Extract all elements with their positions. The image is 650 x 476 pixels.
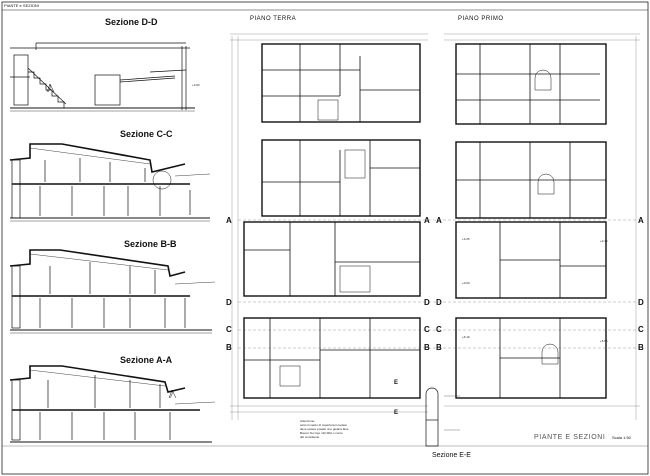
section-aa-drawing bbox=[9, 365, 216, 443]
axis-label-d-right: D bbox=[638, 298, 644, 307]
note-line: deve essere posato uno guaina fase bbox=[300, 427, 349, 431]
axis-label-b-mid2: B bbox=[436, 343, 442, 352]
section-cc-drawing bbox=[9, 143, 211, 222]
roof-note: Attenzione: sotto il manto di copertura … bbox=[300, 420, 348, 439]
axis-label-a-right: A bbox=[638, 216, 644, 225]
footer-scale: Scala 1:50 bbox=[612, 435, 631, 440]
sheet-header-title: PIANTE e SEZIONI bbox=[4, 3, 39, 8]
level-mark: +0.00 bbox=[462, 281, 470, 285]
axis-label-c-left: C bbox=[226, 325, 232, 334]
first-floor-title: PIANO PRIMO bbox=[458, 16, 504, 22]
axis-label-a-mid2: A bbox=[436, 216, 442, 225]
section-aa-title: Sezione A-A bbox=[120, 355, 173, 365]
ground-floor-plan bbox=[230, 33, 428, 420]
axis-label-c-right: C bbox=[638, 325, 644, 334]
section-e-marker-bottom: E bbox=[394, 410, 399, 416]
section-ee-drawing bbox=[425, 387, 460, 447]
axis-label-c-mid2: C bbox=[436, 325, 442, 334]
axis-label-a-left: A bbox=[226, 216, 232, 225]
first-floor-plan bbox=[444, 33, 640, 420]
note-line: sotto il manto di copertura in tedere bbox=[300, 423, 348, 427]
section-e-marker-top: E bbox=[394, 380, 399, 386]
section-bb-drawing bbox=[9, 249, 216, 334]
section-dd-drawing bbox=[10, 42, 195, 112]
note-line: Bourer Tex tipo mill 4DA o conto bbox=[300, 431, 343, 435]
level-mark: +6.10 bbox=[462, 335, 470, 339]
section-cc-title: Sezione C-C bbox=[120, 129, 173, 139]
level-mark: +3.90 bbox=[192, 83, 200, 87]
level-mark: +6.65 bbox=[600, 339, 608, 343]
section-ee-title: Sezione E-E bbox=[432, 452, 471, 459]
level-mark: +3.25 bbox=[462, 237, 470, 241]
axis-label-b-left: B bbox=[226, 343, 232, 352]
axis-label-d-mid: D bbox=[424, 298, 430, 307]
note-line: del consittente bbox=[300, 435, 320, 439]
level-mark: +3.15 bbox=[600, 239, 608, 243]
axis-label-d-mid2: D bbox=[436, 298, 442, 307]
footer-title: PIANTE E SEZIONI bbox=[534, 434, 606, 441]
note-line: Attenzione: bbox=[300, 419, 316, 423]
section-bb-title: Sezione B-B bbox=[124, 239, 177, 249]
axis-label-a-mid: A bbox=[424, 216, 430, 225]
ground-floor-title: PIANO TERRA bbox=[250, 16, 297, 22]
section-dd-title: Sezione D-D bbox=[105, 17, 158, 27]
axis-label-b-right: B bbox=[638, 343, 644, 352]
axis-label-b-mid: B bbox=[424, 343, 430, 352]
axis-label-d-left: D bbox=[226, 298, 232, 307]
axis-label-c-mid: C bbox=[424, 325, 430, 334]
section-axis-lines bbox=[238, 219, 640, 349]
